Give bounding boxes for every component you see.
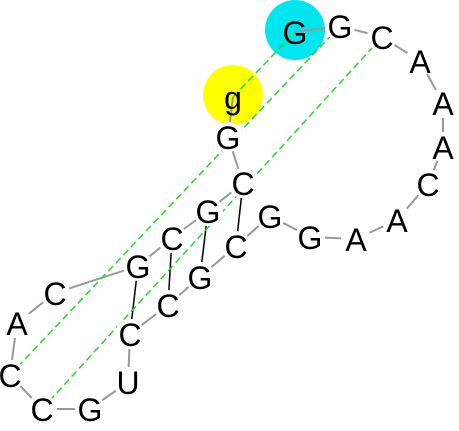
nucleotide-10: C bbox=[30, 392, 53, 428]
highlight-circle-yellow bbox=[203, 65, 263, 125]
nucleotide-halo bbox=[185, 262, 215, 292]
highlight-layer bbox=[203, 0, 325, 125]
nucleotide-halo bbox=[113, 367, 143, 397]
nucleotide-6: G bbox=[126, 249, 151, 285]
nucleotide-halo bbox=[405, 46, 435, 76]
nucleotide-halo bbox=[123, 251, 153, 281]
nucleotide-19: A bbox=[345, 222, 367, 258]
nucleotide-halo bbox=[255, 201, 285, 231]
interaction-line bbox=[41, 36, 383, 410]
nucleotide-23: A bbox=[432, 86, 454, 122]
highlight-circle-cyan bbox=[265, 0, 325, 60]
nucleotide-9: C bbox=[0, 358, 22, 394]
nucleotide-halo bbox=[193, 196, 223, 226]
nucleotide-27: G bbox=[283, 15, 308, 51]
nucleotide-4: G bbox=[196, 194, 221, 230]
nucleotide-21: C bbox=[416, 167, 439, 203]
nucleotide-halo bbox=[428, 132, 458, 162]
nucleotide-halo bbox=[157, 223, 187, 253]
nucleotide-26: G bbox=[328, 9, 353, 45]
nucleotide-3: C bbox=[231, 166, 254, 202]
nucleotide-20: A bbox=[386, 203, 408, 239]
nucleotide-halo bbox=[295, 222, 325, 252]
nucleotide-halo bbox=[413, 169, 443, 199]
interaction-line bbox=[232, 31, 296, 98]
nucleotide-7: C bbox=[43, 276, 66, 312]
nucleotide-12: U bbox=[116, 365, 139, 401]
nucleotide-halo bbox=[27, 394, 57, 424]
nucleotide-13: C bbox=[118, 317, 141, 353]
nucleotide-halo bbox=[75, 394, 105, 424]
nucleotide-halo bbox=[40, 278, 70, 308]
nucleotide-25: C bbox=[370, 20, 393, 56]
nucleotide-halo bbox=[0, 360, 25, 390]
nucleotide-22: A bbox=[432, 130, 454, 166]
nucleotide-halo bbox=[2, 308, 32, 338]
nucleotide-15: G bbox=[188, 260, 213, 296]
nucleotide-17: G bbox=[258, 199, 283, 235]
nucleotide-halo bbox=[115, 319, 145, 349]
interaction-layer bbox=[9, 25, 383, 410]
nucleotide-18: G bbox=[298, 220, 323, 256]
nucleotide-11: G bbox=[78, 392, 103, 428]
nucleotide-halo bbox=[221, 231, 251, 261]
nucleotide-halo bbox=[153, 290, 183, 320]
nucleotide-14: C bbox=[156, 288, 179, 324]
nucleotide-halo bbox=[213, 122, 243, 152]
nucleotide-halo bbox=[325, 11, 355, 41]
nucleotide-1: g bbox=[224, 80, 242, 116]
interaction-line bbox=[9, 25, 341, 376]
nucleotide-16: C bbox=[224, 229, 247, 265]
nucleotide-halo bbox=[428, 88, 458, 118]
nucleotide-24: A bbox=[409, 44, 431, 80]
nucleotide-halo bbox=[228, 168, 258, 198]
nucleotide-halo bbox=[382, 205, 412, 235]
nucleotide-halo bbox=[341, 224, 371, 254]
nucleotide-8: A bbox=[6, 306, 28, 342]
nucleotide-2: G bbox=[216, 120, 241, 156]
nucleotide-5: C bbox=[160, 221, 183, 257]
nucleotide-halo bbox=[367, 22, 397, 52]
